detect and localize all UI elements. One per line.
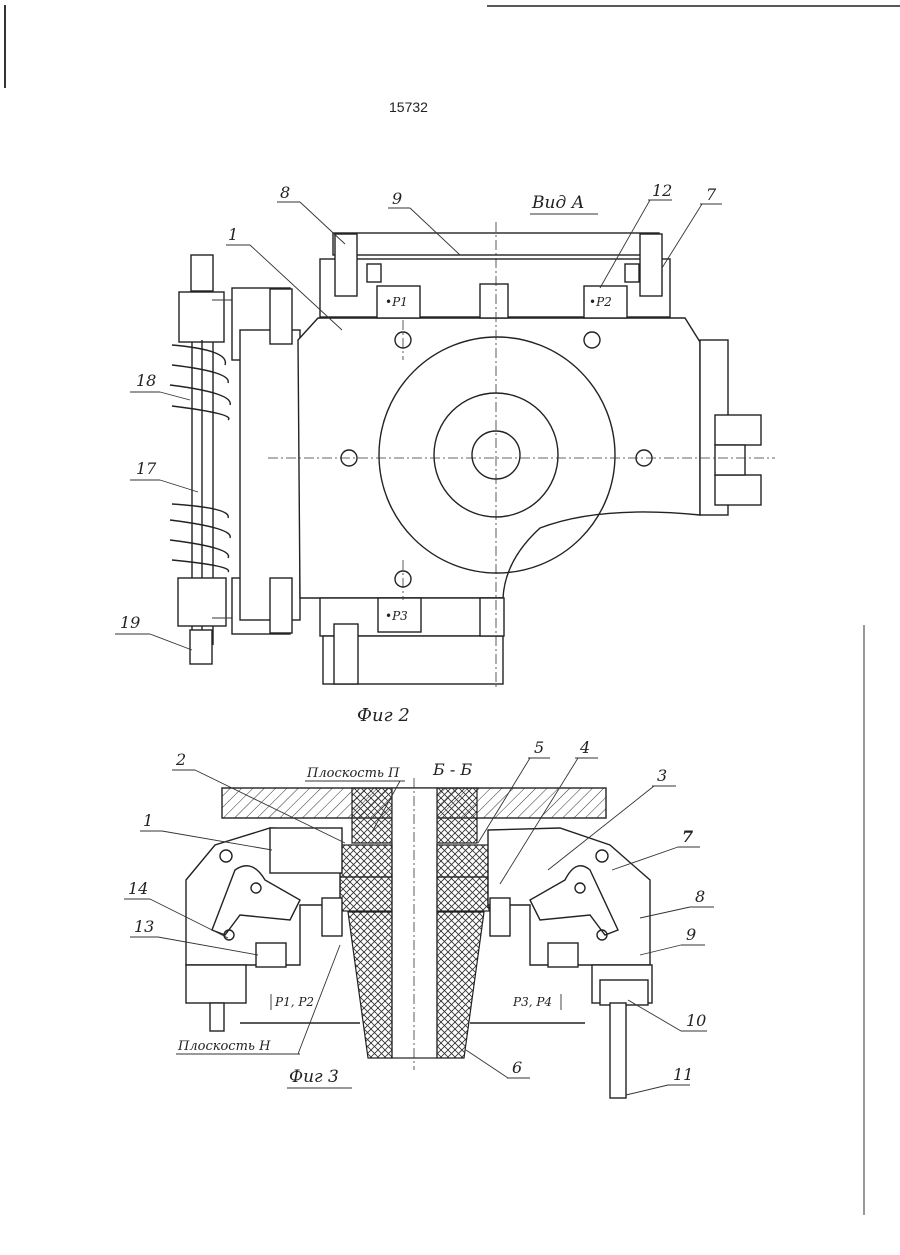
callout-18: 18 bbox=[136, 371, 156, 390]
load-label-p2: •P2 bbox=[589, 295, 612, 309]
view-label: Вид А bbox=[531, 193, 585, 213]
load-left-label: P1, P2 bbox=[274, 995, 314, 1009]
load-right-label: P3, P4 bbox=[512, 995, 552, 1009]
callout-13: 13 bbox=[134, 917, 154, 936]
callout-9: 9 bbox=[686, 925, 696, 944]
callout-17: 17 bbox=[136, 459, 157, 478]
figure-2-caption: Фиг 2 bbox=[357, 705, 410, 726]
figure-3: Б - Б Плоскость П Плоскость Н P1, P2 P3,… bbox=[124, 738, 714, 1098]
figure-3-caption: Фиг 3 bbox=[289, 1067, 339, 1087]
callout-1: 1 bbox=[228, 225, 238, 244]
callout-11: 11 bbox=[673, 1065, 693, 1084]
callout-1: 1 bbox=[143, 811, 153, 830]
callout-4: 4 bbox=[579, 738, 590, 757]
callout-12: 12 bbox=[652, 181, 672, 200]
spring-assembly bbox=[170, 255, 240, 664]
callout-8: 8 bbox=[280, 183, 290, 202]
callout-3: 3 bbox=[657, 766, 667, 785]
callout-19: 19 bbox=[120, 613, 140, 632]
callout-6: 6 bbox=[512, 1058, 522, 1077]
callout-14: 14 bbox=[128, 879, 148, 898]
load-label-p3: •P3 bbox=[385, 609, 408, 623]
callout-10: 10 bbox=[686, 1011, 706, 1030]
callout-8: 8 bbox=[695, 887, 705, 906]
section-label: Б - Б bbox=[432, 760, 472, 779]
callout-7: 7 bbox=[682, 827, 693, 846]
plane-top-label: Плоскость П bbox=[306, 766, 400, 781]
figure-2: Вид А •P1 •P2 •P3 8 9 12 7 1 18 17 19 Фи… bbox=[115, 181, 775, 726]
callout-2: 2 bbox=[175, 750, 186, 769]
plane-bottom-label: Плоскость Н bbox=[177, 1039, 271, 1054]
callout-7: 7 bbox=[706, 185, 717, 204]
callout-5: 5 bbox=[534, 738, 544, 757]
load-label-p1: •P1 bbox=[385, 295, 408, 309]
callout-9: 9 bbox=[392, 189, 402, 208]
